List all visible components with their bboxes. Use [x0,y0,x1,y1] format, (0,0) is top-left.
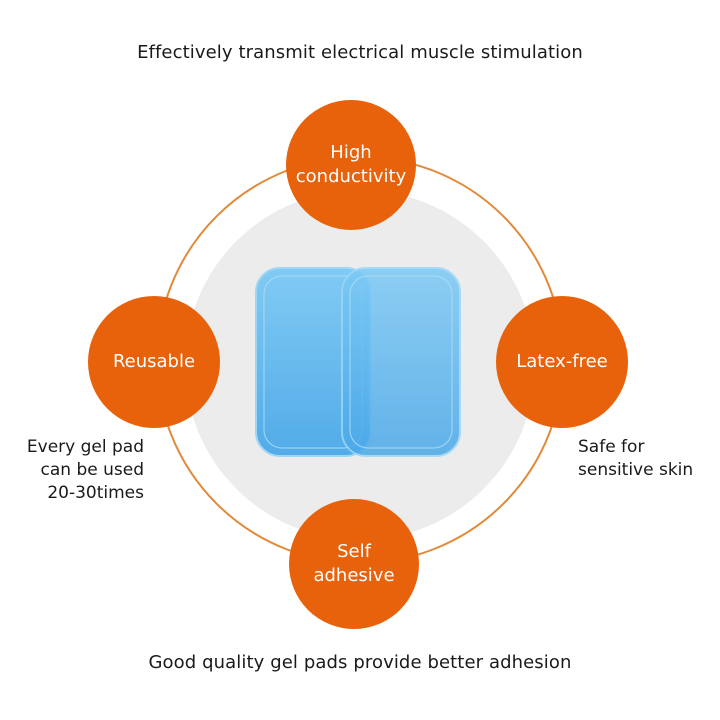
gel-pads-image [255,267,461,457]
feature-label-high-conductivity: High conductivity [295,142,407,187]
feature-circle-bottom [289,499,419,629]
top-caption: Effectively transmit electrical muscle s… [137,42,583,63]
feature-circle-top [286,100,416,230]
feature-label-latex-free: Latex-free [516,351,608,372]
feature-circle-right [496,296,628,428]
reusable-note: Every gel pad can be used 20-30times [26,437,144,503]
bottom-caption: Good quality gel pads provide better adh… [148,652,572,673]
feature-label-reusable: Reusable [112,351,196,372]
latex-free-note: Safe for sensitive skin [578,437,694,480]
feature-circle-left [88,296,220,428]
feature-label-self-adhesive: Self adhesive [313,541,395,586]
gel-pad-right [341,267,461,457]
